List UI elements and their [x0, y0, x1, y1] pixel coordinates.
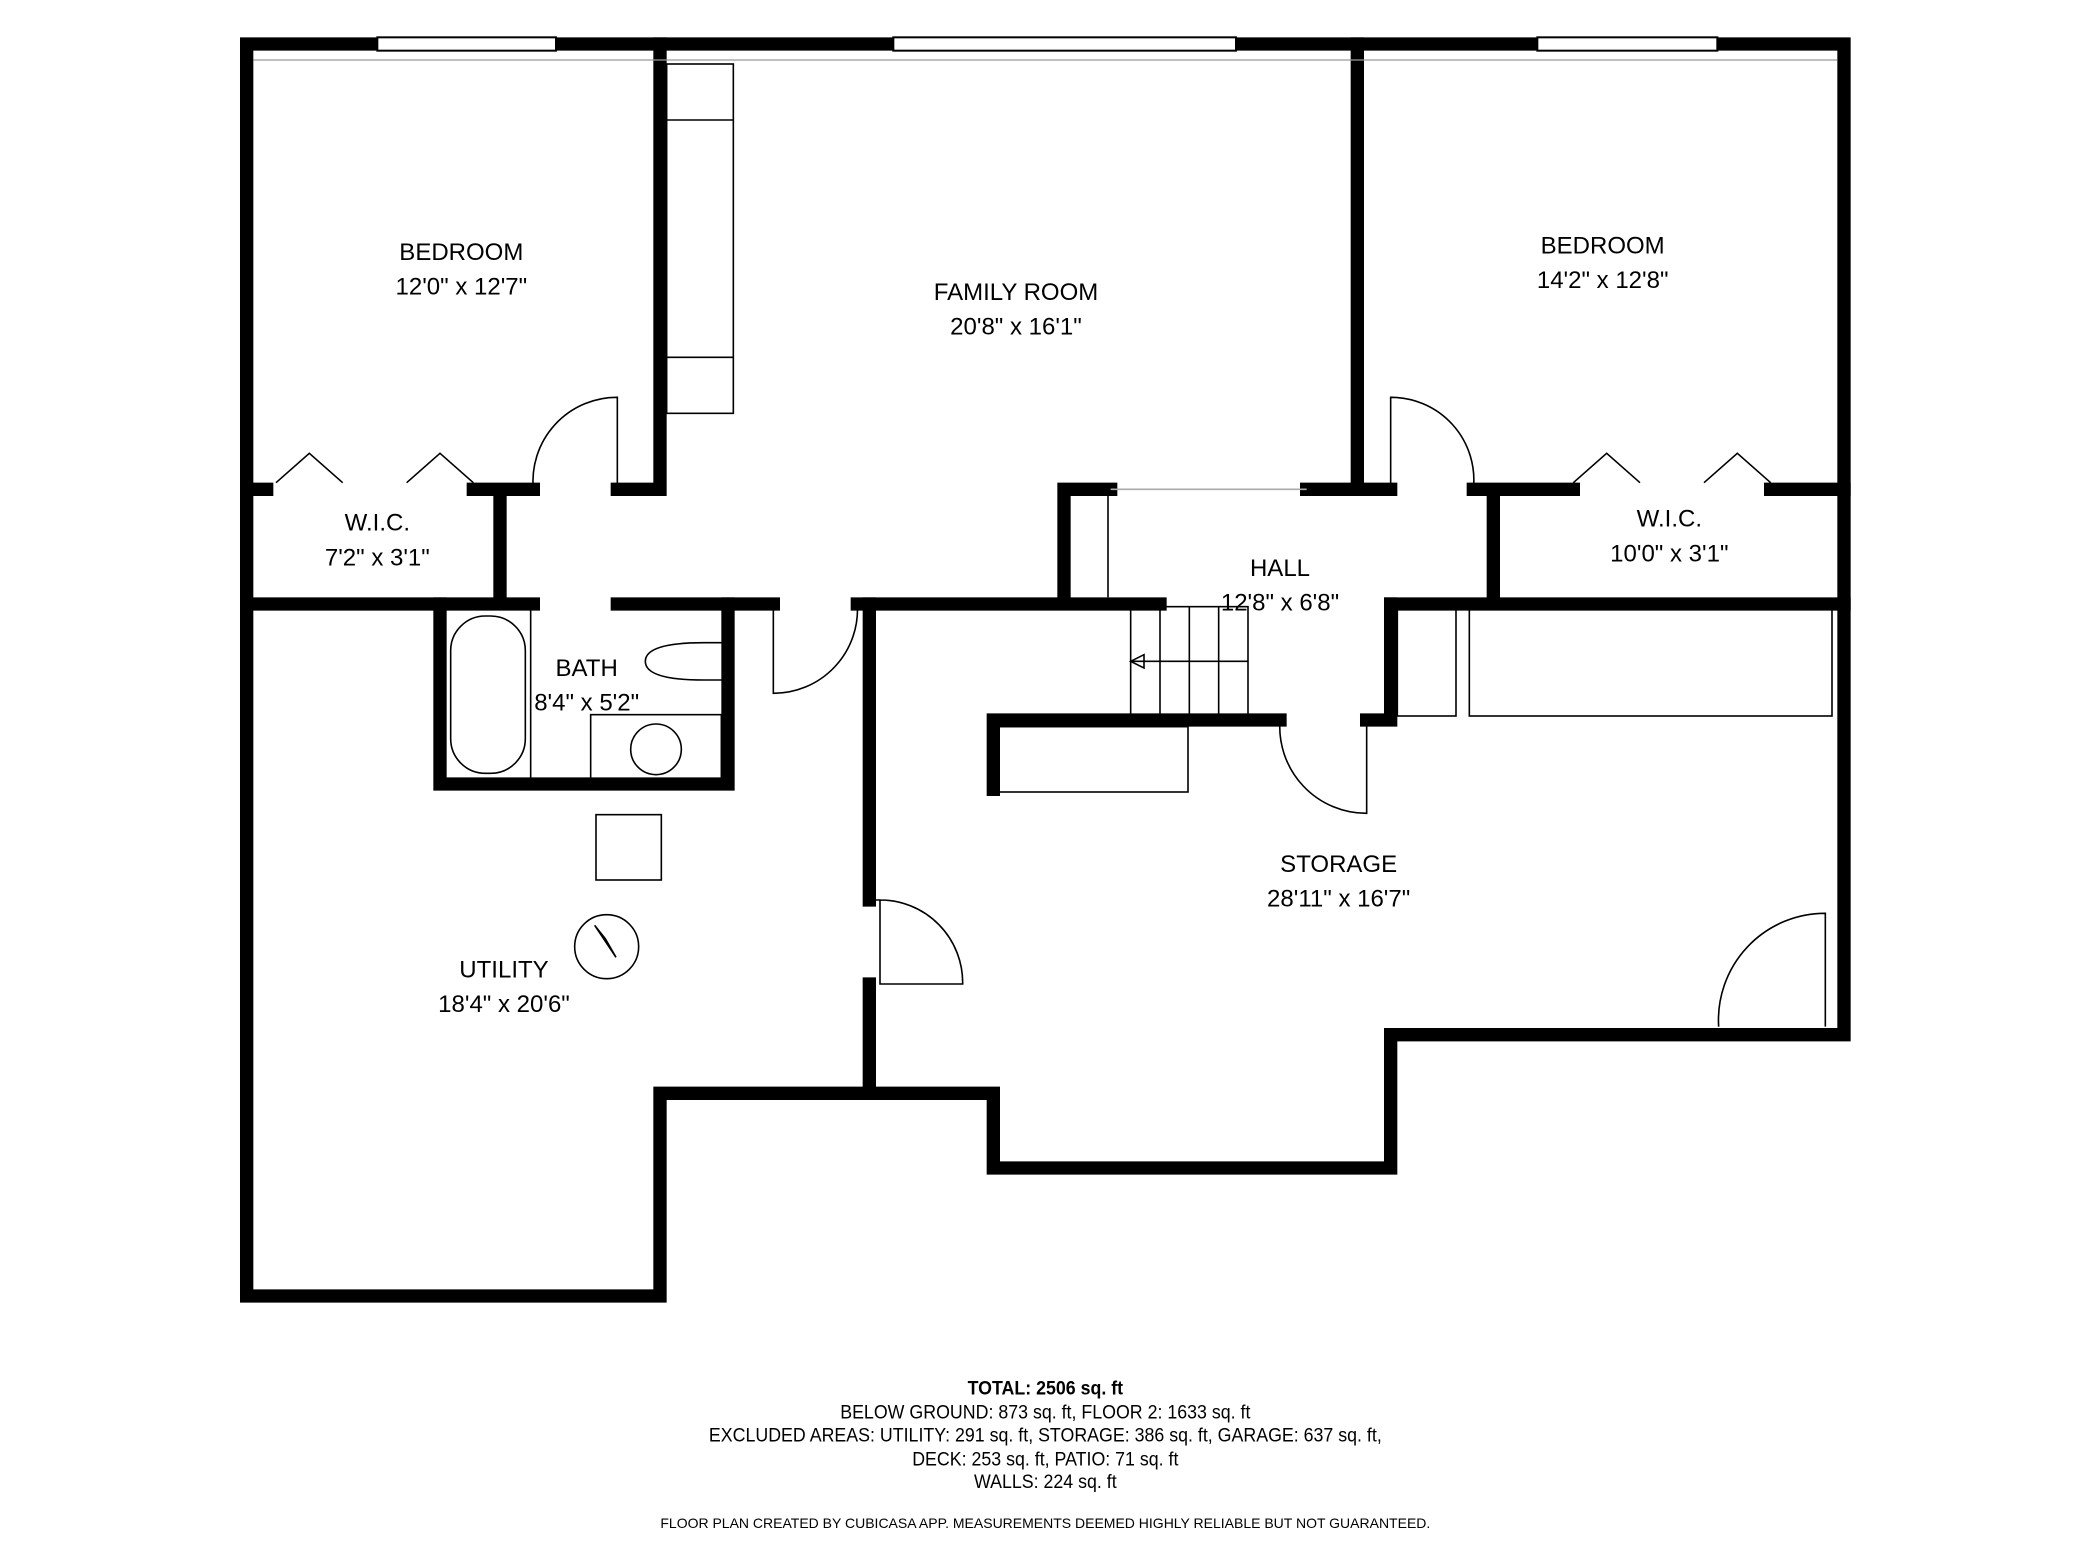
- room-size: 12'0" x 12'7": [395, 273, 528, 300]
- room-bedroom-2: BEDROOM 14'2" x 12'8": [1537, 228, 1669, 297]
- room-size: 28'11" x 16'7": [1267, 885, 1411, 912]
- room-name: HALL: [1249, 554, 1311, 582]
- room-name: BEDROOM: [1540, 231, 1665, 259]
- room-bath: BATH 8'4" x 5'2": [534, 651, 639, 720]
- room-wic-1: W.I.C. 7'2" x 3'1": [325, 505, 430, 574]
- disclaimer: FLOOR PLAN CREATED BY CUBICASA APP. MEAS…: [660, 1515, 1431, 1532]
- room-utility: UTILITY 18'4" x 20'6": [438, 952, 570, 1021]
- excluded-areas: EXCLUDED AREAS: UTILITY: 291 sq. ft, STO…: [708, 1425, 1382, 1447]
- room-bedroom-1: BEDROOM 12'0" x 12'7": [396, 235, 528, 304]
- room-name: W.I.C.: [344, 509, 410, 536]
- room-family-room: FAMILY ROOM 20'8" x 16'1": [934, 275, 1098, 344]
- room-name: FAMILY ROOM: [933, 278, 1099, 306]
- room-size: 8'4" x 5'2": [534, 689, 640, 716]
- total-area: TOTAL: 2506 sq. ft: [967, 1378, 1124, 1400]
- room-name: BEDROOM: [399, 238, 524, 266]
- area-summary: TOTAL: 2506 sq. ft BELOW GROUND: 873 sq.…: [84, 1379, 2007, 1496]
- room-size: 12'8" x 6'8": [1220, 589, 1340, 616]
- room-hall: HALL 12'8" x 6'8": [1221, 551, 1339, 620]
- room-name: W.I.C.: [1636, 505, 1702, 532]
- windows: [253, 36, 1838, 61]
- doors: [275, 396, 1827, 1027]
- room-size: 20'8" x 16'1": [950, 313, 1082, 340]
- walls-area: WALLS: 224 sq. ft: [973, 1471, 1117, 1494]
- room-name: STORAGE: [1280, 850, 1398, 878]
- floor-areas: BELOW GROUND: 873 sq. ft, FLOOR 2: 1633 …: [840, 1401, 1251, 1424]
- room-size: 7'2" x 3'1": [324, 543, 430, 571]
- excluded-areas-cont: DECK: 253 sq. ft, PATIO: 71 sq. ft: [912, 1448, 1179, 1470]
- fixtures: [449, 63, 1833, 980]
- room-name: BATH: [555, 654, 618, 682]
- room-size: 10'0" x 3'1": [1610, 539, 1729, 567]
- room-name: UTILITY: [459, 955, 549, 983]
- room-size: 18'4" x 20'6": [438, 990, 570, 1018]
- room-storage: STORAGE 28'11" x 16'7": [1267, 847, 1410, 916]
- room-wic-2: W.I.C. 10'0" x 3'1": [1610, 501, 1728, 570]
- walls: [239, 37, 1851, 1303]
- room-size: 14'2" x 12'8": [1536, 266, 1669, 294]
